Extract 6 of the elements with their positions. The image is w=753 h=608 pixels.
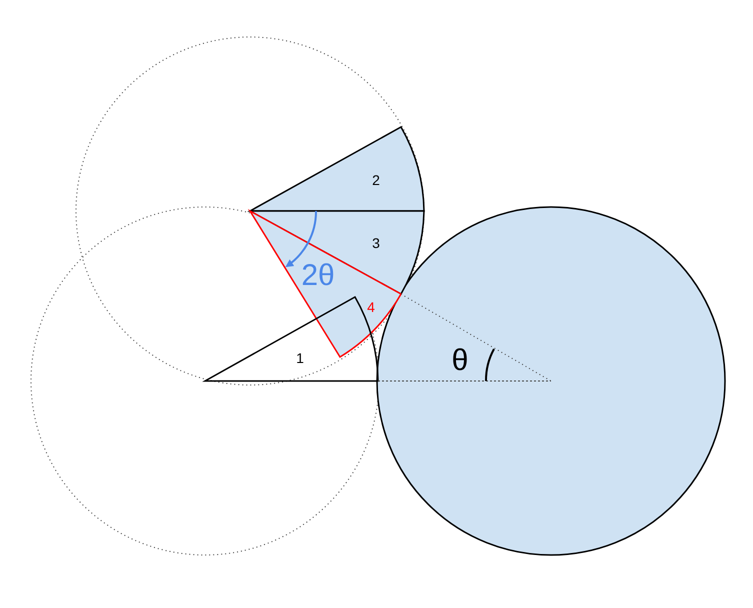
region-label: 2 <box>372 173 380 187</box>
region-label: θ <box>452 346 468 376</box>
region-label: 3 <box>372 236 380 250</box>
region-label: 1 <box>296 351 304 365</box>
region-label: 2θ <box>301 261 335 291</box>
region-label: 4 <box>367 300 375 314</box>
